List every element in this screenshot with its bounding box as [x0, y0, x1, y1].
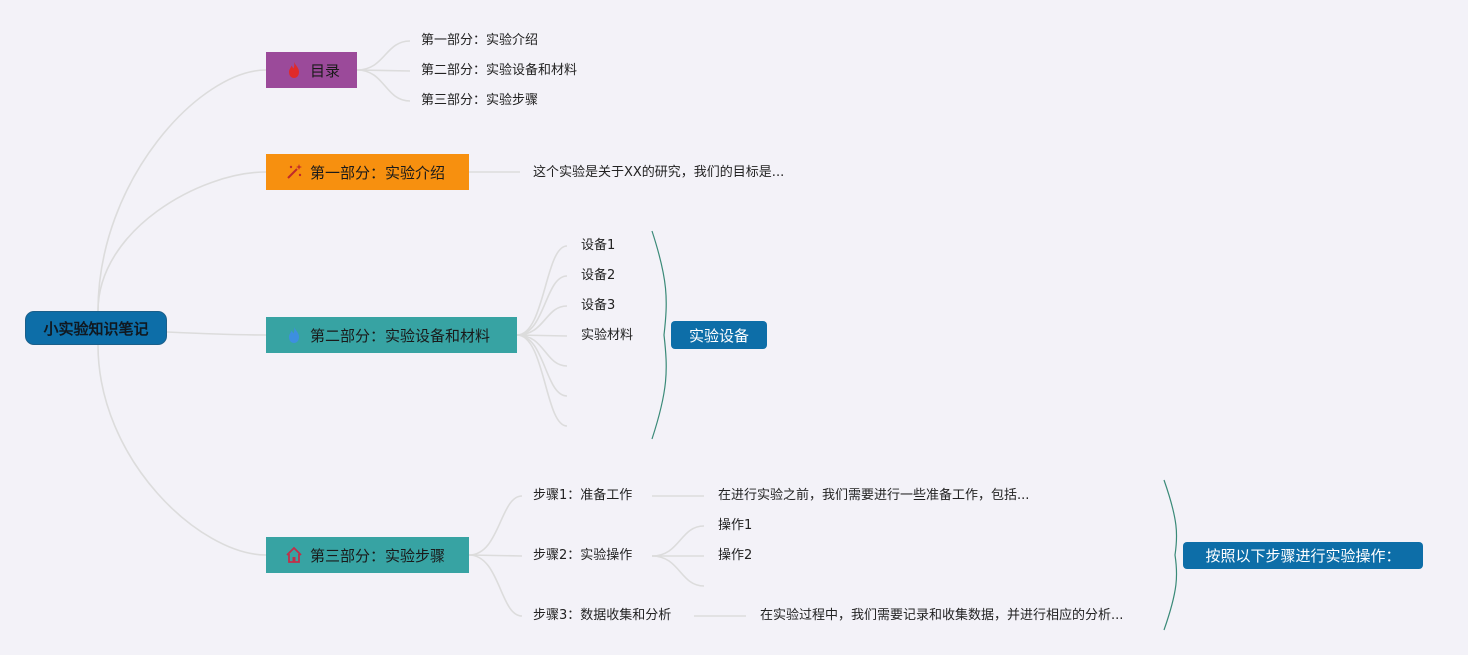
part1-detail[interactable]: 这个实验是关于XX的研究，我们的目标是...: [533, 165, 785, 180]
summary-brace-equipment: [651, 230, 667, 440]
toc-item[interactable]: 第三部分：实验步骤: [421, 93, 539, 108]
home-icon: [284, 545, 304, 565]
connector-root-toc: [97, 69, 267, 312]
step3-detail[interactable]: 在实验过程中，我们需要记录和收集数据，并进行相应的分析...: [760, 608, 1124, 623]
branch-part2[interactable]: 第二部分：实验设备和材料: [266, 317, 517, 353]
branch-part3-label: 第三部分：实验步骤: [310, 546, 446, 565]
root-label: 小实验知识笔记: [43, 319, 149, 338]
connector-part2-1: [516, 245, 568, 336]
connector-part2-7: [516, 334, 568, 427]
summary-steps-label: 按照以下步骤进行实验操作：: [1205, 547, 1401, 565]
sparkle-wand-icon: [284, 162, 304, 182]
connector-root-part2: [166, 331, 267, 336]
part2-item[interactable]: 设备1: [581, 238, 616, 253]
connector-root-part1: [97, 171, 267, 312]
summary-equipment-label: 实验设备: [688, 326, 749, 345]
branch-toc-label: 目录: [310, 61, 341, 80]
connector-part2-6: [516, 334, 568, 397]
connector-part3-step2: [468, 554, 523, 557]
connector-part3-step3: [468, 554, 523, 617]
step2-subitem[interactable]: 操作1: [718, 518, 753, 533]
branch-part1-label: 第一部分：实验介绍: [310, 163, 446, 182]
branch-toc[interactable]: 目录: [266, 52, 357, 88]
toc-item[interactable]: 第二部分：实验设备和材料: [421, 63, 578, 78]
branch-part1[interactable]: 第一部分：实验介绍: [266, 154, 469, 190]
part3-step[interactable]: 步骤1：准备工作: [533, 488, 633, 503]
summary-brace-steps: [1163, 479, 1178, 631]
connector-part3-step1: [468, 495, 523, 556]
branch-part2-label: 第二部分：实验设备和材料: [310, 326, 491, 345]
connector-part2-3: [516, 305, 568, 336]
part3-step[interactable]: 步骤2：实验操作: [533, 548, 633, 563]
connector-root-part3: [97, 344, 267, 556]
summary-steps[interactable]: 按照以下步骤进行实验操作：: [1183, 542, 1423, 569]
toc-item[interactable]: 第一部分：实验介绍: [421, 33, 539, 48]
step1-detail[interactable]: 在进行实验之前，我们需要进行一些准备工作，包括...: [718, 488, 1030, 503]
connector-step2-sub3: [651, 555, 705, 587]
connector-part2-4: [516, 334, 568, 337]
part2-item[interactable]: 设备2: [581, 268, 616, 283]
summary-equipment[interactable]: 实验设备: [671, 321, 767, 349]
connector-part2-2: [516, 275, 568, 336]
part2-item[interactable]: 设备3: [581, 298, 616, 313]
connector-toc-1: [356, 40, 411, 71]
step2-subitem[interactable]: 操作2: [718, 548, 753, 563]
part3-step[interactable]: 步骤3：数据收集和分析: [533, 608, 672, 623]
flame-icon: [284, 325, 304, 345]
connector-toc-2: [356, 69, 411, 72]
connector-step2-sub1: [651, 525, 705, 557]
root-topic[interactable]: 小实验知识笔记: [25, 311, 167, 345]
branch-part3[interactable]: 第三部分：实验步骤: [266, 537, 469, 573]
connector-toc-3: [356, 69, 411, 102]
fire-icon: [284, 60, 304, 80]
part2-item[interactable]: 实验材料: [581, 328, 634, 343]
